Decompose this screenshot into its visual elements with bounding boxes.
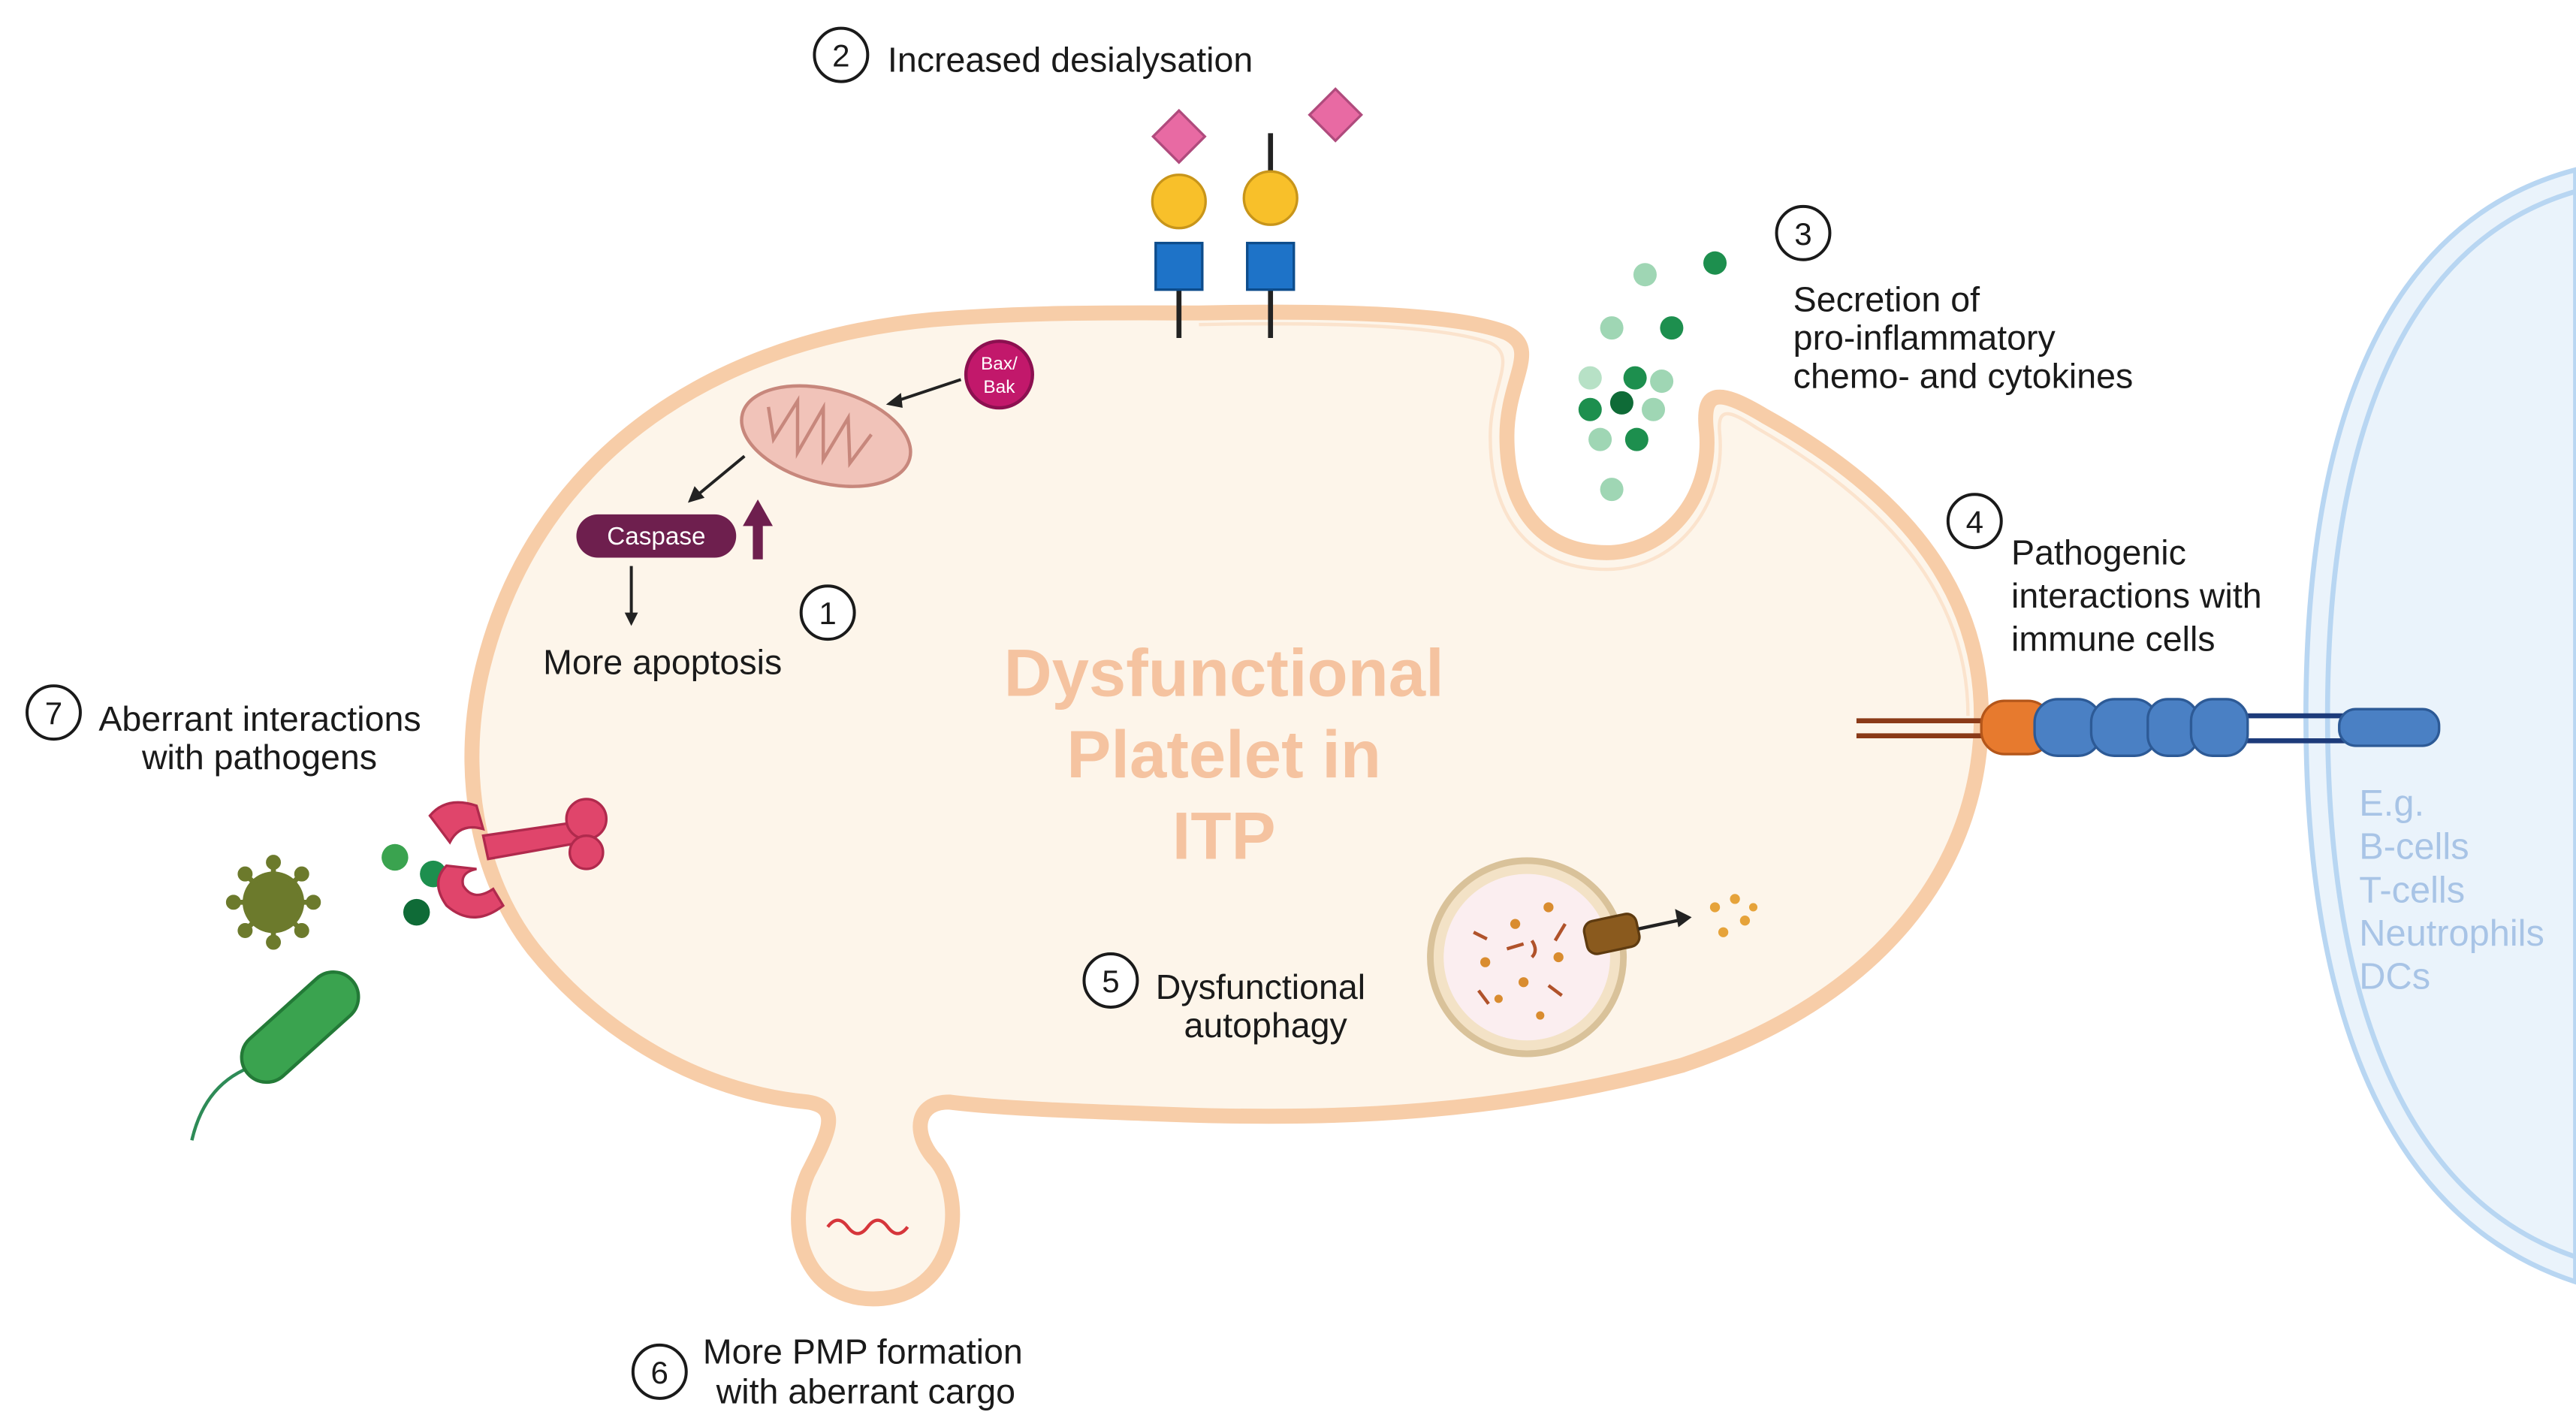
step-4-text-line-3: immune cells: [2011, 620, 2216, 659]
pmp-cargo: [826, 1218, 909, 1235]
immune-cell: E.g. B-cells T-cells Neutrophils DCs: [2303, 167, 2576, 1285]
center-title-line-1: Dysfunctional: [1004, 635, 1444, 710]
step-6-text-line-2: with aberrant cargo: [716, 1371, 1015, 1410]
arrow-caspase-down-head: [624, 612, 638, 626]
step-3-text-line-3: chemo- and cytokines: [1793, 356, 2134, 395]
bax-bak-label-2: Bak: [983, 377, 1015, 397]
step-7-text-line-1: Aberrant interactions: [98, 699, 421, 738]
step-4-text-line-2: interactions with: [2011, 576, 2262, 615]
step-6-badge: [631, 1343, 688, 1400]
step-1-text: More apoptosis: [543, 643, 782, 682]
galactose-circle-right: [1242, 170, 1299, 226]
step-3-number: 3: [1794, 216, 1811, 252]
step-2-number: 2: [832, 38, 849, 74]
caspase-label: Caspase: [607, 523, 705, 551]
up-arrow-icon: [743, 499, 774, 526]
arrow-mito-to-caspase: [695, 454, 746, 498]
platelet: Dysfunctional Platelet in ITP: [464, 304, 1989, 1307]
bax-bak-label-1: Bax/: [981, 354, 1018, 374]
pathogen-receptor-icon: [428, 798, 608, 919]
center-title-line-3: ITP: [1172, 799, 1276, 873]
bax-bak-protein: [964, 339, 1034, 410]
step-3-text-line-2: pro-inflammatory: [1793, 318, 2056, 357]
step-3-text-line-1: Secretion of: [1793, 279, 1980, 318]
center-title-line-2: Platelet in: [1066, 717, 1381, 792]
glcnac-square-right: [1246, 241, 1296, 291]
immune-cell-label-4: DCs: [2359, 957, 2430, 997]
platelet-membrane: [464, 304, 1989, 1307]
up-arrow-shaft: [753, 522, 763, 560]
immune-cell-label-1: B-cells: [2359, 827, 2469, 867]
arrow-mito-to-caspase-head: [687, 486, 705, 503]
step-5-number: 5: [1102, 964, 1119, 999]
arrow-bax-to-mito-head: [885, 393, 903, 409]
pathogens: [190, 798, 608, 1141]
step-7-badge: [26, 684, 82, 741]
immune-cell-label-2: T-cells: [2359, 870, 2465, 910]
autophagosome: [1427, 857, 1758, 1057]
apoptosis-pathway: Bax/ Bak Caspase: [576, 339, 1034, 626]
step-5-label: 5 Dysfunctional autophagy: [1082, 952, 1365, 1045]
step-7-number: 7: [45, 695, 62, 731]
immune-cell-label-3: Neutrophils: [2359, 913, 2544, 954]
step-6-number: 6: [651, 1355, 668, 1390]
ligand-icon: [382, 843, 409, 871]
caspase-pill: [576, 514, 737, 558]
released-sialic-acid-diamond: [1308, 87, 1364, 143]
glcnac-square-left: [1154, 241, 1204, 291]
cytokines: [1578, 251, 1727, 502]
step-4-badge: [1946, 493, 2003, 550]
step-2-text: Increased desialysation: [888, 40, 1253, 79]
step-5-text-line-1: Dysfunctional: [1156, 967, 1365, 1006]
step-1-number: 1: [819, 596, 836, 631]
mitochondrion: [740, 384, 912, 488]
immune-cell-label-0: E.g.: [2359, 783, 2424, 824]
step-5-badge: [1082, 952, 1139, 1009]
step-4-text-line-1: Pathogenic: [2011, 533, 2186, 572]
step-4-label: 4 Pathogenic interactions with immune ce…: [1946, 493, 2262, 659]
arrow-bax-to-mito: [895, 378, 962, 403]
glycan-group: [1151, 87, 1364, 338]
immune-receptor: [2338, 708, 2441, 747]
virus-icon: [225, 855, 321, 950]
step-7-text-line-2: with pathogens: [141, 738, 377, 777]
step-3-label: 3 Secretion of pro-inflammatory chemo- a…: [1775, 204, 2134, 395]
step-2-label: 2 Increased desialysation: [813, 26, 1253, 83]
bacterium-icon: [190, 970, 360, 1141]
step-4-number: 4: [1966, 504, 1983, 539]
receptor-complex: [1856, 698, 2441, 757]
platelet-membrane-inner: [1199, 321, 1970, 717]
galactose-circle-left: [1151, 173, 1207, 230]
step-6-text-line-1: More PMP formation: [703, 1332, 1023, 1371]
sialic-acid-diamond-left: [1151, 108, 1207, 164]
step-2-badge: [813, 26, 870, 83]
step-5-text-line-2: autophagy: [1184, 1006, 1347, 1045]
step-1-label: 1 More apoptosis: [543, 584, 856, 682]
step-6-label: 6 More PMP formation with aberrant cargo: [631, 1332, 1023, 1410]
step-3-badge: [1775, 204, 1832, 261]
step-7-label: 7 Aberrant interactions with pathogens: [26, 684, 421, 777]
step-1-badge: [799, 584, 856, 641]
